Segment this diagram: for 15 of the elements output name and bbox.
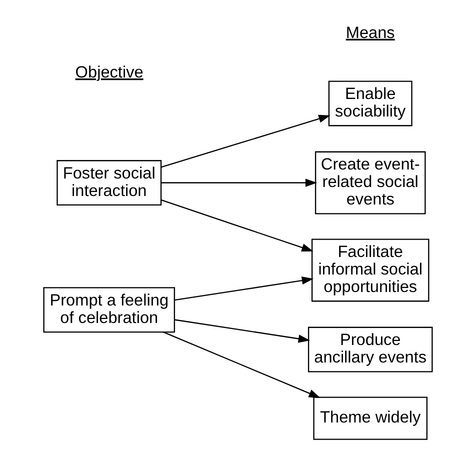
node-box: Facilitate informal social opportunities bbox=[310, 238, 429, 302]
node-box: Create event-related social events bbox=[314, 150, 426, 214]
label: Means bbox=[345, 23, 394, 42]
node-box: Enable sociability bbox=[328, 80, 412, 126]
node-box: Foster social interaction bbox=[56, 160, 162, 205]
node-box: Prompt a feeling of celebration bbox=[42, 286, 175, 332]
node-box: Produce ancillary events bbox=[307, 326, 432, 372]
label: Objective bbox=[74, 62, 143, 81]
arrow bbox=[174, 318, 310, 342]
arrow bbox=[160, 114, 330, 168]
arrow bbox=[160, 178, 317, 186]
arrow bbox=[174, 276, 314, 300]
arrow bbox=[162, 331, 320, 398]
node-box: Theme widely bbox=[312, 396, 428, 440]
arrow bbox=[160, 198, 313, 252]
